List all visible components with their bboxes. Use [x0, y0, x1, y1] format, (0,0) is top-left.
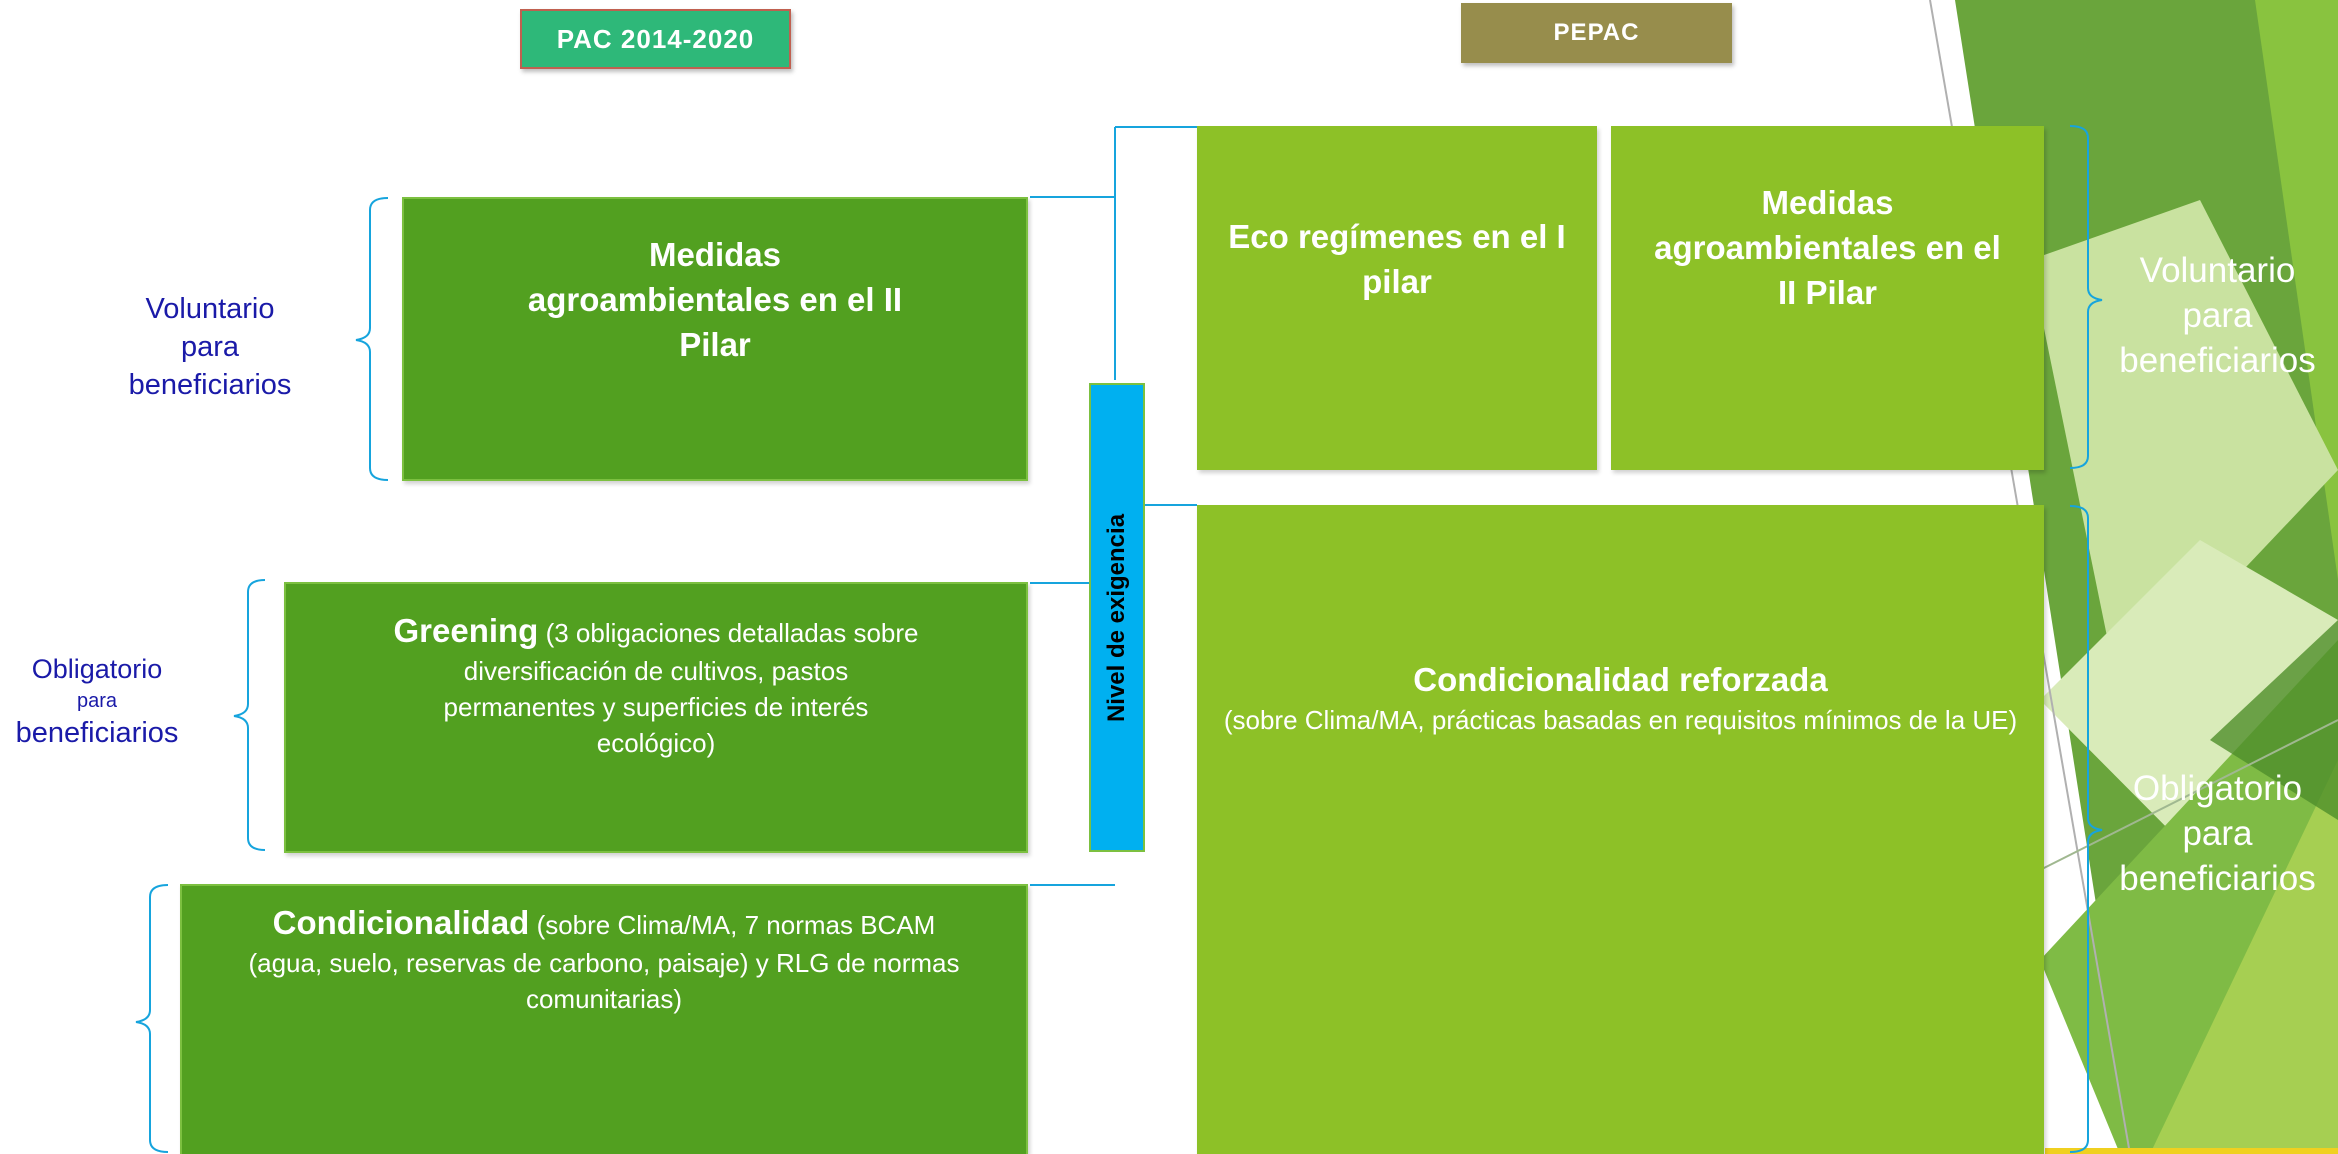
condicionalidad-desc-first: (sobre Clima/MA, 7 normas BCAM [536, 910, 936, 940]
condicionalidad-reforzada-desc: (sobre Clima/MA, prácticas basadas en re… [1223, 705, 2018, 735]
left-voluntario-label: Voluntario para beneficiarios [110, 290, 310, 404]
right-voluntario-line-2: para [2182, 296, 2253, 335]
medidas-right-line-2: agroambientales en el [1654, 229, 2001, 266]
condicionalidad-reforzada-title: Condicionalidad reforzada [1413, 661, 1828, 698]
left-voluntario-line-3: beneficiarios [128, 369, 292, 401]
greening-desc-first: (3 obligaciones detalladas sobre [545, 618, 919, 648]
right-obligatorio-line-2: para [2182, 814, 2253, 853]
left-voluntario-line-1: Voluntario [145, 293, 275, 325]
medidas-left-line-1: Medidas [648, 236, 782, 273]
medidas-left-line-3: Pilar [679, 326, 751, 363]
medidas-right-line-1: Medidas [1761, 184, 1894, 221]
condicionalidad-desc-line-2: (agua, suelo, reservas de carbono, paisa… [248, 948, 960, 978]
condicionalidad-title: Condicionalidad [272, 904, 530, 941]
condicionalidad-box: Condicionalidad (sobre Clima/MA, 7 norma… [180, 884, 1028, 1154]
right-obligatorio-line-1: Obligatorio [2132, 769, 2303, 808]
greening-desc-line-4: ecológico) [596, 728, 716, 758]
medidas-agroambientales-box-left: Medidas agroambientales en el II Pilar [402, 197, 1028, 481]
greening-title: Greening [393, 612, 539, 649]
pac-2014-2020-tag: PAC 2014-2020 [520, 9, 791, 69]
right-voluntario-label: Voluntario para beneficiarios [2105, 248, 2330, 383]
left-obligatorio-line-1: Obligatorio [31, 654, 163, 684]
right-voluntario-line-1: Voluntario [2139, 251, 2296, 290]
pepac-tag-label: PEPAC [1553, 19, 1640, 46]
pac-tag-label: PAC 2014-2020 [556, 23, 755, 54]
right-obligatorio-line-3: beneficiarios [2119, 859, 2316, 898]
medidas-right-line-3: II Pilar [1777, 274, 1878, 311]
right-voluntario-line-3: beneficiarios [2119, 341, 2316, 380]
pepac-tag: PEPAC [1461, 3, 1732, 63]
left-obligatorio-label: Obligatorio para beneficiarios [0, 650, 194, 752]
greening-desc-line-3: permanentes y superficies de interés [443, 692, 869, 722]
left-voluntario-line-2: para [180, 331, 240, 363]
eco-line-2: pilar [1362, 263, 1432, 300]
eco-line-1: Eco regímenes en el I [1228, 218, 1566, 255]
nivel-de-exigencia-label: Nivel de exigencia [1103, 513, 1131, 722]
medidas-left-line-2: agroambientales en el II [527, 281, 903, 318]
right-obligatorio-label: Obligatorio para beneficiarios [2105, 766, 2330, 901]
greening-desc-line-2: diversificación de cultivos, pastos [463, 656, 849, 686]
condicionalidad-first-line: Condicionalidad (sobre Clima/MA, 7 norma… [212, 900, 996, 945]
left-obligatorio-line-3: beneficiarios [15, 717, 179, 749]
greening-first-line: Greening (3 obligaciones detalladas sobr… [326, 608, 986, 653]
nivel-de-exigencia-bar: Nivel de exigencia [1089, 383, 1145, 852]
condicionalidad-desc-line-3: comunitarias) [525, 984, 683, 1014]
condicionalidad-reforzada-box: Condicionalidad reforzada (sobre Clima/M… [1197, 505, 2044, 1154]
medidas-agroambientales-box-right: Medidas agroambientales en el II Pilar [1611, 126, 2044, 470]
eco-regimenes-box: Eco regímenes en el I pilar [1197, 126, 1597, 470]
greening-box: Greening (3 obligaciones detalladas sobr… [284, 582, 1028, 853]
left-obligatorio-line-2: para [76, 690, 118, 712]
